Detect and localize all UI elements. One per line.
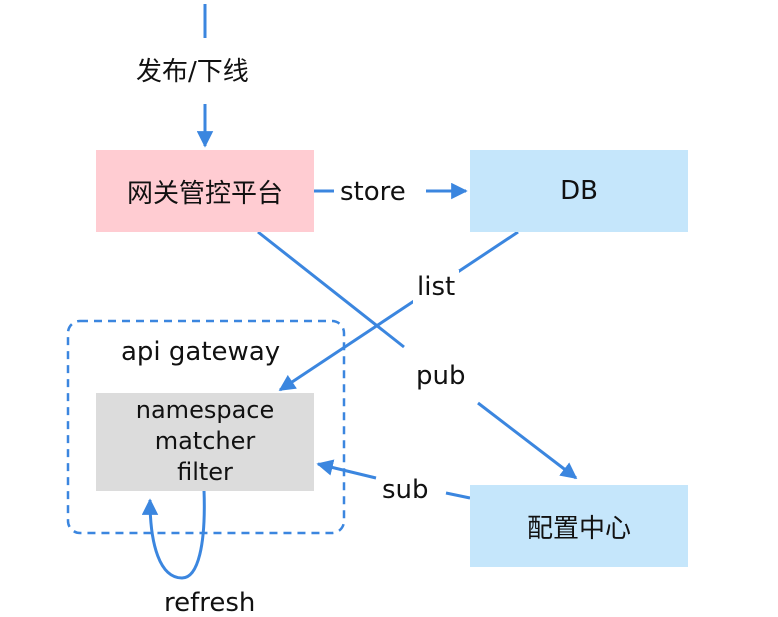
gateway-container: [66, 319, 346, 535]
gateway-inner-box: [96, 393, 314, 491]
pub-edge-upper: [257, 230, 405, 349]
gateway-inner-items: namespace matcher filter: [96, 393, 314, 491]
db-node: DB: [470, 150, 688, 232]
refresh-loop: [141, 489, 206, 580]
sub-edge-left: [316, 459, 377, 480]
gateway-item-filter: filter: [177, 458, 233, 486]
sub-label: sub: [378, 473, 433, 507]
list-label: list: [413, 270, 460, 304]
admin-platform-node: 网关管控平台: [96, 150, 314, 232]
refresh-label: refresh: [160, 586, 260, 617]
gateway-item-namespace: namespace: [135, 396, 275, 424]
store-label: store: [336, 175, 410, 209]
config-center-label: 配置中心: [526, 513, 631, 544]
list-edge: [278, 230, 519, 392]
db-label: DB: [560, 176, 598, 206]
pub-label: pub: [412, 359, 470, 393]
sub-edge-right: [445, 491, 471, 500]
gateway-title: api gateway: [121, 337, 281, 367]
gateway-item-matcher: matcher: [154, 427, 256, 455]
admin-platform-label: 网关管控平台: [126, 178, 283, 209]
publish-label: 发布/下线: [132, 55, 253, 89]
config-center-node: 配置中心: [470, 485, 688, 567]
pub-edge-lower: [477, 401, 578, 480]
